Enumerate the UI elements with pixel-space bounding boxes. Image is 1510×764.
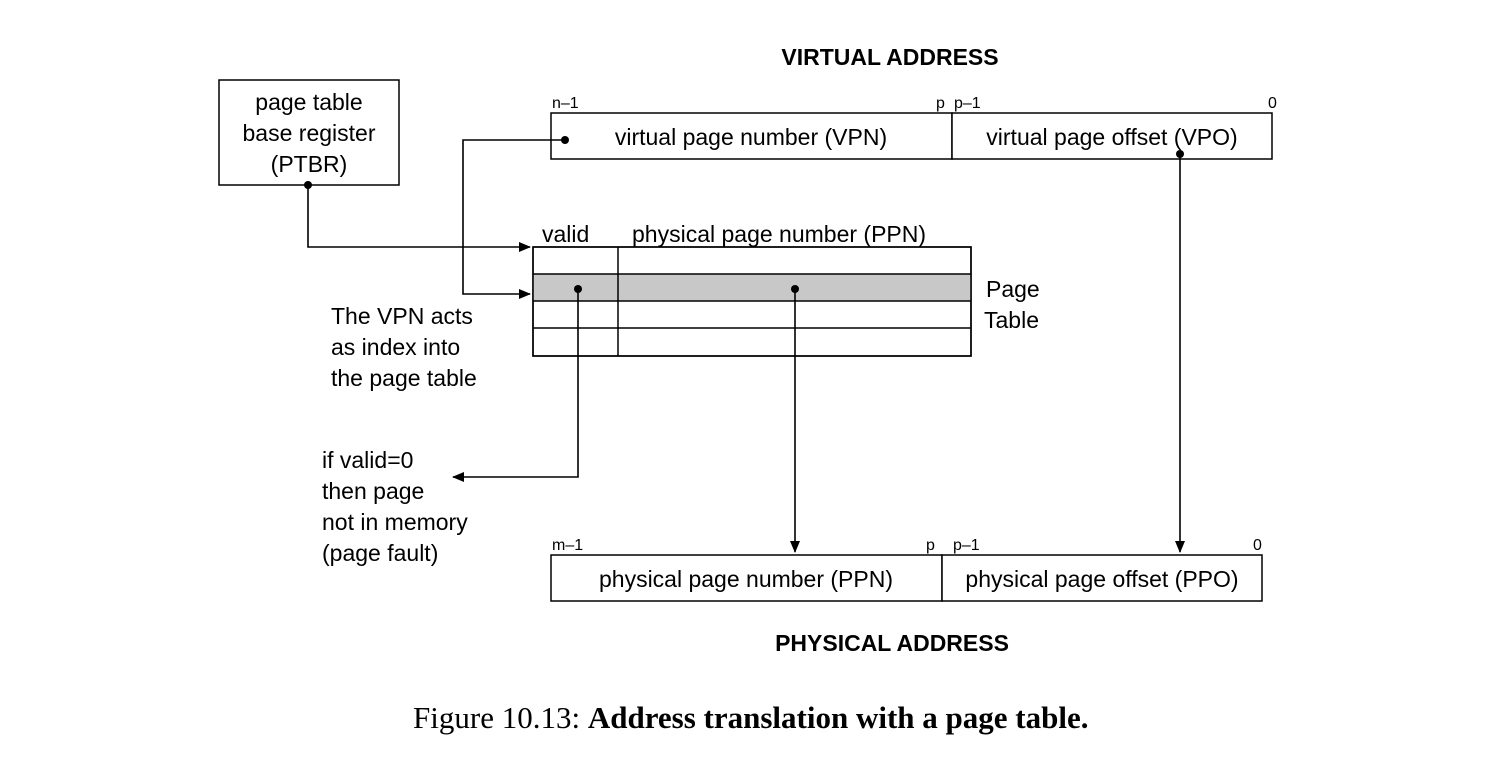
vpn-field bbox=[550, 112, 953, 160]
caption-prefix: Figure 10.13: bbox=[413, 700, 588, 735]
vpn-index-note: The VPN acts as index into the page tabl… bbox=[331, 303, 477, 391]
pa-bit-p-minus-1: p–1 bbox=[953, 537, 980, 554]
ptbr-box: page table base register (PTBR) bbox=[218, 79, 400, 186]
virtual-address-register: virtual page number (VPN) virtual page o… bbox=[550, 112, 1273, 160]
svg-text:as index into: as index into bbox=[331, 334, 460, 360]
svg-text:if valid=0: if valid=0 bbox=[322, 447, 413, 473]
ppn-label: physical page number (PPN) bbox=[599, 566, 893, 592]
va-bit-zero: 0 bbox=[1268, 95, 1277, 112]
va-bit-high: n–1 bbox=[552, 95, 579, 112]
svg-text:not in memory: not in memory bbox=[322, 509, 468, 535]
page-table-label-1: Page bbox=[986, 276, 1040, 302]
physical-address-register: physical page number (PPN) physical page… bbox=[550, 554, 1263, 602]
ptbr-to-table-arrow bbox=[307, 185, 531, 252]
svg-text:The VPN acts: The VPN acts bbox=[331, 303, 473, 329]
page-fault-arrow bbox=[452, 289, 579, 482]
vpn-index-arrow bbox=[462, 139, 565, 299]
ptbr-line-3: (PTBR) bbox=[271, 151, 348, 177]
svg-text:(page fault): (page fault) bbox=[322, 540, 438, 566]
page-table-header-valid: valid bbox=[542, 221, 589, 247]
ppo-field bbox=[941, 554, 1263, 602]
figure-caption: Figure 10.13: Address translation with a… bbox=[374, 700, 1111, 735]
ppn-field bbox=[550, 554, 943, 602]
va-bit-p: p bbox=[936, 95, 945, 112]
ptbr-line-2: base register bbox=[243, 120, 376, 146]
caption-title: Address translation with a page table. bbox=[588, 700, 1089, 735]
page-table-header-ppn: physical page number (PPN) bbox=[632, 221, 926, 247]
vpo-field bbox=[951, 112, 1273, 160]
vpn-label: virtual page number (VPN) bbox=[615, 124, 887, 150]
page-table bbox=[532, 246, 972, 357]
vpo-label: virtual page offset (VPO) bbox=[986, 124, 1237, 150]
page-table-selected-row bbox=[533, 274, 971, 301]
va-bit-p-minus-1: p–1 bbox=[954, 95, 981, 112]
ppo-label: physical page offset (PPO) bbox=[965, 566, 1238, 592]
physical-address-heading: PHYSICAL ADDRESS bbox=[775, 630, 1009, 656]
pa-bit-zero: 0 bbox=[1253, 537, 1262, 554]
page-table-label-2: Table bbox=[984, 307, 1039, 333]
virtual-address-heading: VIRTUAL ADDRESS bbox=[781, 44, 998, 70]
svg-text:the page table: the page table bbox=[331, 365, 477, 391]
ptbr-line-1: page table bbox=[255, 89, 362, 115]
page-fault-note: if valid=0 then page not in memory (page… bbox=[322, 447, 468, 566]
pa-bit-p: p bbox=[926, 537, 935, 554]
svg-text:then page: then page bbox=[322, 478, 424, 504]
pa-bit-high: m–1 bbox=[552, 537, 583, 554]
